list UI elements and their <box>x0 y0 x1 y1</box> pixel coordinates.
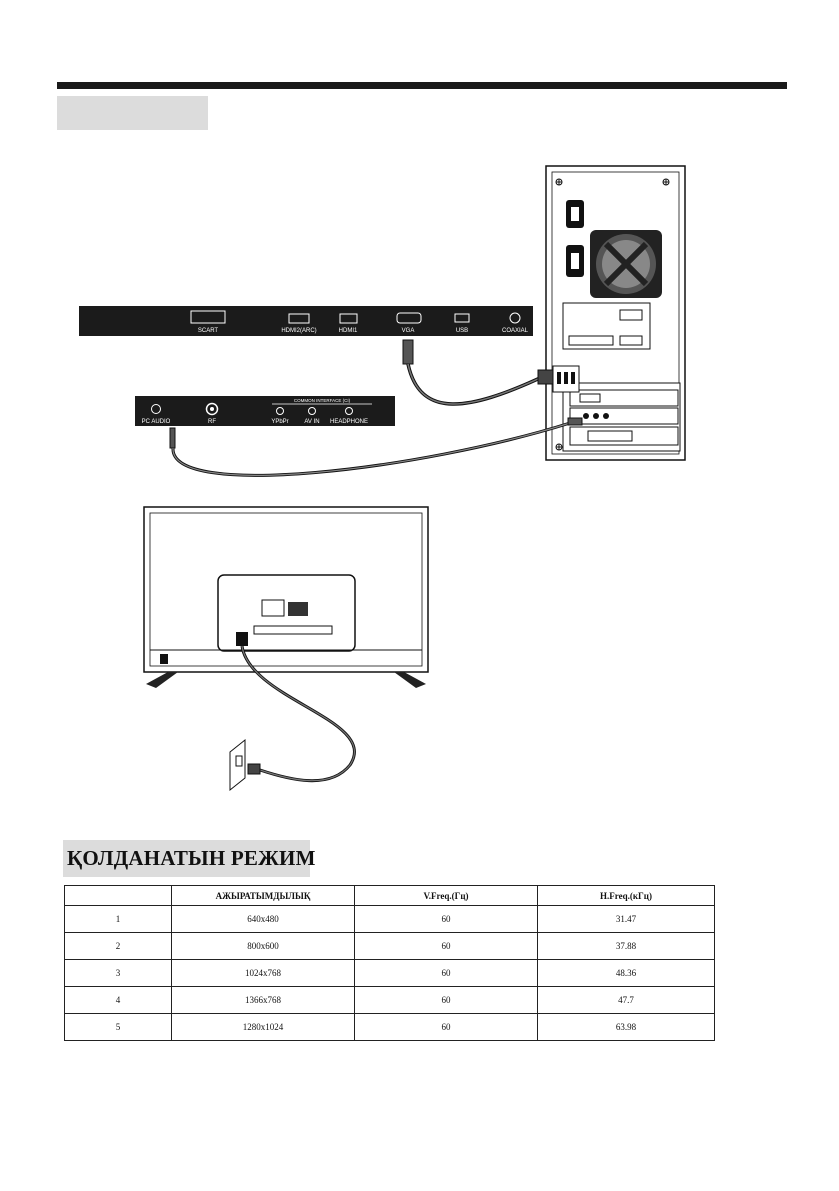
section-title: ҚОЛДАНАТЫН РЕЖИМ <box>67 846 316 870</box>
header-index <box>64 885 172 906</box>
cell-resolution: 640x480 <box>171 905 355 933</box>
port-label-hdmi1: HDMI1 <box>339 328 358 334</box>
cell-resolution: 1024x768 <box>171 959 355 987</box>
audio-cable <box>169 417 583 477</box>
power-cord <box>229 645 356 792</box>
header-vfreq: V.Freq.(Гц) <box>354 885 538 906</box>
cell-index: 4 <box>64 986 172 1014</box>
header-rule <box>57 82 787 89</box>
tv-port-strip-side: COMMON INTERFACE (CI) PC AUDIO RF YPbPr … <box>135 396 395 426</box>
cell-index: 3 <box>64 959 172 987</box>
connection-diagram: SCART HDMI2(ARC) HDMI1 VGA USB COAXIAL C… <box>79 165 686 792</box>
vga-cable <box>402 339 580 406</box>
cell-vfreq: 60 <box>354 986 538 1014</box>
port-label-usb: USB <box>456 328 468 334</box>
cell-resolution: 800x600 <box>171 932 355 960</box>
header-hfreq: H.Freq.(кГц) <box>537 885 715 906</box>
cell-hfreq: 63.98 <box>537 1013 715 1041</box>
port-label-rf: RF <box>208 419 216 425</box>
cell-hfreq: 48.36 <box>537 959 715 987</box>
cell-vfreq: 60 <box>354 932 538 960</box>
tv-rear-view <box>143 506 429 688</box>
cell-vfreq: 60 <box>354 1013 538 1041</box>
table-row: 4 1366x768 60 47.7 <box>64 986 715 1014</box>
cell-hfreq: 47.7 <box>537 986 715 1014</box>
port-label-coaxial: COAXIAL <box>502 328 529 334</box>
table-row: 5 1280x1024 60 63.98 <box>64 1013 715 1041</box>
cell-index: 5 <box>64 1013 172 1041</box>
cell-index: 2 <box>64 932 172 960</box>
port-label-hdmi2: HDMI2(ARC) <box>281 328 316 334</box>
header-resolution: АЖЫРАТЫМДЫЛЫҚ <box>171 885 355 906</box>
cell-index: 1 <box>64 905 172 933</box>
port-label-vga: VGA <box>402 328 415 334</box>
port-label-ypbpr: YPbPr <box>271 419 288 425</box>
display-modes-table: АЖЫРАТЫМДЫЛЫҚ V.Freq.(Гц) H.Freq.(кГц) 1… <box>64 885 715 1041</box>
pc-tower <box>545 165 686 461</box>
cell-vfreq: 60 <box>354 905 538 933</box>
table-row: 1 640x480 60 31.47 <box>64 905 715 933</box>
cell-hfreq: 31.47 <box>537 905 715 933</box>
section-header: ҚОЛДАНАТЫН РЕЖИМ <box>63 840 315 877</box>
cell-resolution: 1280x1024 <box>171 1013 355 1041</box>
cell-vfreq: 60 <box>354 959 538 987</box>
table-header-row: АЖЫРАТЫМДЫЛЫҚ V.Freq.(Гц) H.Freq.(кГц) <box>64 885 715 906</box>
common-interface-label: COMMON INTERFACE (CI) <box>294 398 351 403</box>
port-label-scart: SCART <box>198 328 219 334</box>
port-label-av-in: AV IN <box>304 419 319 425</box>
cell-resolution: 1366x768 <box>171 986 355 1014</box>
port-label-headphone: HEADPHONE <box>330 419 368 425</box>
table-row: 2 800x600 60 37.88 <box>64 932 715 960</box>
tv-port-strip-top: SCART HDMI2(ARC) HDMI1 VGA USB COAXIAL <box>79 306 533 336</box>
table-row: 3 1024x768 60 48.36 <box>64 959 715 987</box>
port-label-pc-audio: PC AUDIO <box>142 419 171 425</box>
title-placeholder-box <box>57 96 208 130</box>
cell-hfreq: 37.88 <box>537 932 715 960</box>
